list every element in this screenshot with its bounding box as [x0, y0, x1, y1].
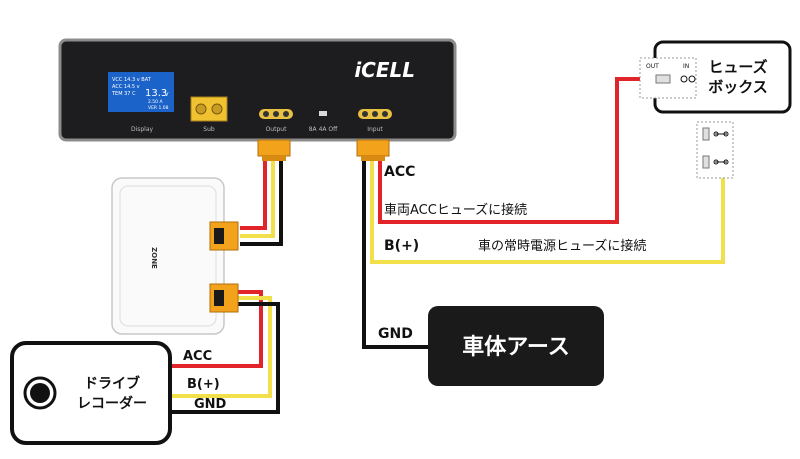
screen-line-1: VCC 14.3 v BAT: [112, 77, 152, 83]
input-b-wire: [370, 160, 725, 264]
screen-small-1: 2.50 A: [148, 99, 163, 105]
screen-small-2: VER 1.08: [148, 105, 169, 111]
recorder-acc-label: ACC: [183, 349, 212, 364]
battery-fuse-block: [696, 121, 734, 179]
drive-recorder: ドライブ レコーダー: [10, 341, 172, 445]
zone-label: ZONE: [150, 247, 158, 269]
port-label-input: Input: [367, 126, 383, 133]
port-label-output: Output: [266, 126, 287, 133]
zone-box: ZONE: [111, 177, 239, 335]
device-plugs: [257, 139, 390, 161]
ground-box: 車体アース: [428, 306, 604, 386]
ground-label: 車体アース: [462, 335, 570, 360]
port-label-mode: 8A 4A Off: [309, 126, 338, 133]
fuse-element: [655, 74, 671, 84]
recorder-line1: ドライブ: [84, 375, 140, 392]
recorder-b-wire: [170, 296, 272, 398]
input-gnd-label: GND: [378, 326, 413, 342]
fuse-box: OUT IN ヒューズ ボックス: [639, 40, 792, 114]
recorder-gnd-wire: [170, 302, 280, 414]
wires: [170, 77, 725, 414]
mode-switch: [319, 111, 327, 116]
fuse-title-line1: ヒューズ: [708, 58, 767, 76]
input-b-note: 車の常時電源ヒューズに接続: [478, 238, 646, 254]
port-label-sub: Sub: [203, 126, 215, 133]
input-b-label: B(+): [384, 238, 419, 254]
screen-big-unit: V: [165, 92, 169, 98]
recorder-b-label: B(+): [187, 377, 220, 392]
screen-line-2: ACC 14.5 v: [112, 84, 140, 90]
fuse-in-label: IN: [683, 63, 689, 70]
input-gnd-wire: [362, 160, 430, 349]
icell-device: iCELL VCC 14.3 v BAT ACC 14.5 v TEM 37 C…: [58, 38, 457, 142]
device-logo: iCELL: [354, 58, 415, 82]
input-acc-label: ACC: [384, 164, 415, 180]
fuse-out-label: OUT: [646, 63, 659, 70]
output-red-wire: [240, 160, 267, 230]
recorder-gnd-label: GND: [194, 397, 227, 412]
screen-big-value: 13.3: [145, 88, 167, 99]
recorder-acc-wire: [170, 290, 263, 368]
device-screen: [108, 72, 174, 112]
input-acc-note: 車両ACCヒューズに接続: [384, 202, 527, 218]
fuse-title-line2: ボックス: [708, 78, 768, 96]
port-label-display: Display: [131, 126, 154, 133]
screen-line-3: TEM 37 C: [111, 91, 136, 97]
recorder-line2: レコーダー: [77, 395, 147, 412]
input-acc-wire: [378, 77, 640, 224]
output-yellow-wire: [240, 160, 275, 238]
input-plug: [356, 139, 390, 157]
output-black-wire: [240, 160, 283, 246]
output-plug: [257, 139, 291, 157]
